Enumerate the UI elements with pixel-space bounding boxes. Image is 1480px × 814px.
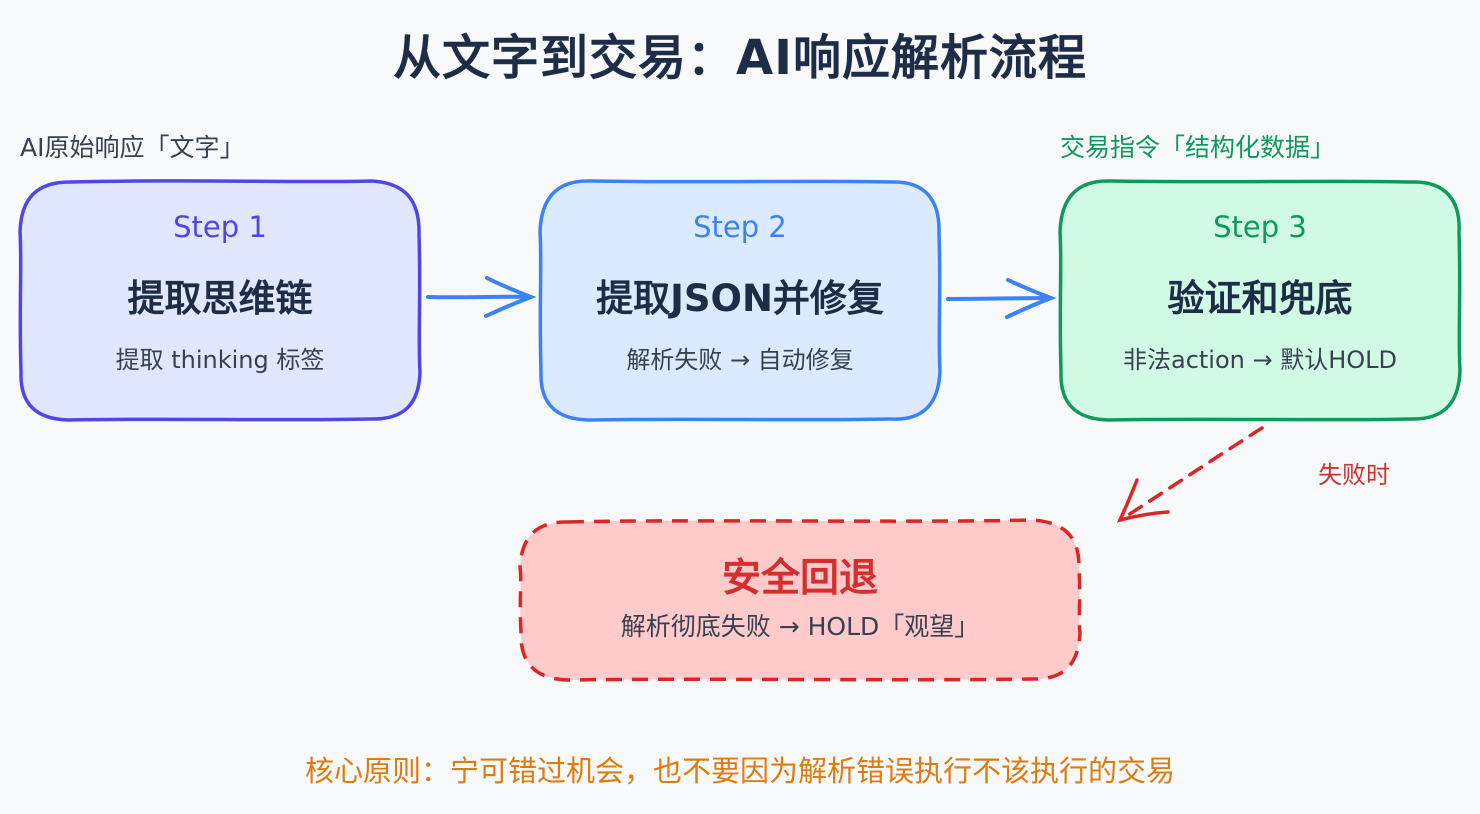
step-2-label: Step 2	[693, 210, 787, 244]
failure-arrow	[1116, 426, 1264, 523]
failure-note: 失败时	[1318, 461, 1390, 489]
step-3-desc: 非法action → 默认HOLD	[1122, 346, 1398, 374]
output-label: 交易指令「结构化数据」	[1060, 133, 1336, 162]
arrow-step2-to-step3	[946, 278, 1057, 319]
step-1-title: 提取思维链	[127, 277, 313, 320]
step-2-desc: 解析失败 → 自动修复	[626, 346, 854, 374]
step-3-title: 验证和兜底	[1167, 277, 1353, 320]
step-2-box	[538, 179, 942, 422]
step-3-box	[1058, 179, 1462, 422]
step-1-box	[18, 179, 422, 422]
fallback-desc: 解析彻底失败 → HOLD「观望」	[620, 612, 980, 641]
core-principle: 核心原则：宁可错过机会，也不要因为解析错误执行不该执行的交易	[304, 754, 1175, 788]
page-title: 从文字到交易：AI响应解析流程	[392, 30, 1087, 86]
fallback-title: 安全回退	[721, 556, 878, 601]
arrow-step1-to-step2	[426, 276, 537, 318]
step-2-title: 提取JSON并修复	[596, 277, 884, 320]
fallback-box	[518, 518, 1082, 682]
input-label: AI原始响应「文字」	[20, 133, 245, 162]
step-3-label: Step 3	[1213, 210, 1307, 244]
step-1-desc: 提取 thinking 标签	[115, 346, 325, 374]
step-1-label: Step 1	[173, 210, 267, 244]
